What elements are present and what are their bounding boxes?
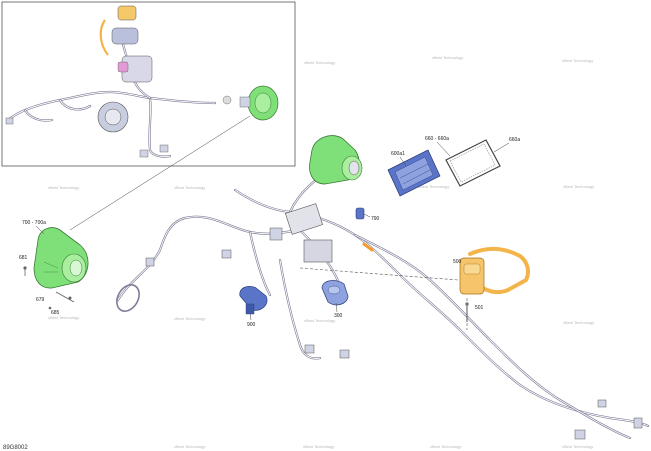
inset-pink-connector [117,61,129,73]
harness-connector [269,227,283,241]
watermark: vBest Technology [418,184,449,189]
inset-orange-wire [99,19,109,56]
inset-detail [1,1,296,167]
watermark: vBest Technology [48,185,79,190]
connector-790 [355,207,365,220]
sensor-300 [321,280,349,306]
bolt-679 [68,296,72,300]
harness-orange-sleeve [362,242,374,252]
watermark: vBest Technology [562,444,593,449]
module-body [459,257,485,295]
watermarks: vBest Technology vBest Technology vBest … [48,55,594,449]
module-dashed-leader [299,267,459,281]
harness-junction-box [285,203,323,235]
watermark: vBest Technology [304,318,335,323]
harness-connector [633,417,643,429]
watermark: vBest Technology [174,316,205,321]
callout-679: 679 [36,297,45,303]
main-harness [116,163,650,440]
clip-685 [48,306,52,310]
gauge-cluster [387,149,441,197]
callouts: 700 - 700a 681 679 685 600a1 660 - 660a … [19,136,520,328]
inset-top-module [117,5,137,21]
watermark: vBest Technology [563,184,594,189]
harness-fuse-block [303,239,333,263]
watermark: vBest Technology [432,55,463,60]
harness-left-down [248,230,272,297]
harness-connector [339,349,350,359]
sensor-900 [239,286,268,315]
harness-connector [145,257,155,267]
diagram-code: 89G8002 [3,445,28,451]
module-bracket [468,247,530,295]
harness-connector [221,249,232,259]
harness-wire-loop [116,284,140,312]
gauge-bezel [445,139,501,187]
watermark: vBest Technology [562,58,593,63]
callout-900: 900 [247,322,256,328]
callout-790: 790 [371,216,380,222]
callout-660a: 660a [509,137,520,143]
harness-connector [574,429,586,440]
fan-assembly-left [33,227,89,289]
sensor-900-body [239,286,268,311]
watermark: vBest Technology [304,60,335,65]
callout-600: 600a1 [391,151,405,157]
inset-leader-line [69,115,251,231]
orange-control-module [459,247,530,295]
connector-790-body [355,207,365,220]
inset-connector-block [111,27,139,45]
callout-501: 501 [475,305,484,311]
callout-700: 700 - 700a [22,220,46,226]
harness-parallel-trunk [353,233,632,440]
watermark: vBest Technology [563,320,594,325]
harness-connector [304,344,315,354]
callout-300: 300 [334,313,343,319]
inset-grommet [222,95,232,105]
watermark: vBest Technology [174,444,205,449]
watermark: vBest Technology [174,185,205,190]
callout-681: 681 [19,255,28,261]
bezel-frame [445,139,501,187]
harness-connector [597,399,607,408]
callout-660: 660 - 660a [425,136,449,142]
watermark: vBest Technology [430,444,461,449]
callout-500: 500 [453,259,462,265]
callout-685: 685 [51,310,60,316]
fan-assembly-top [309,135,363,185]
watermark: vBest Technology [48,315,79,320]
watermark: vBest Technology [303,444,334,449]
